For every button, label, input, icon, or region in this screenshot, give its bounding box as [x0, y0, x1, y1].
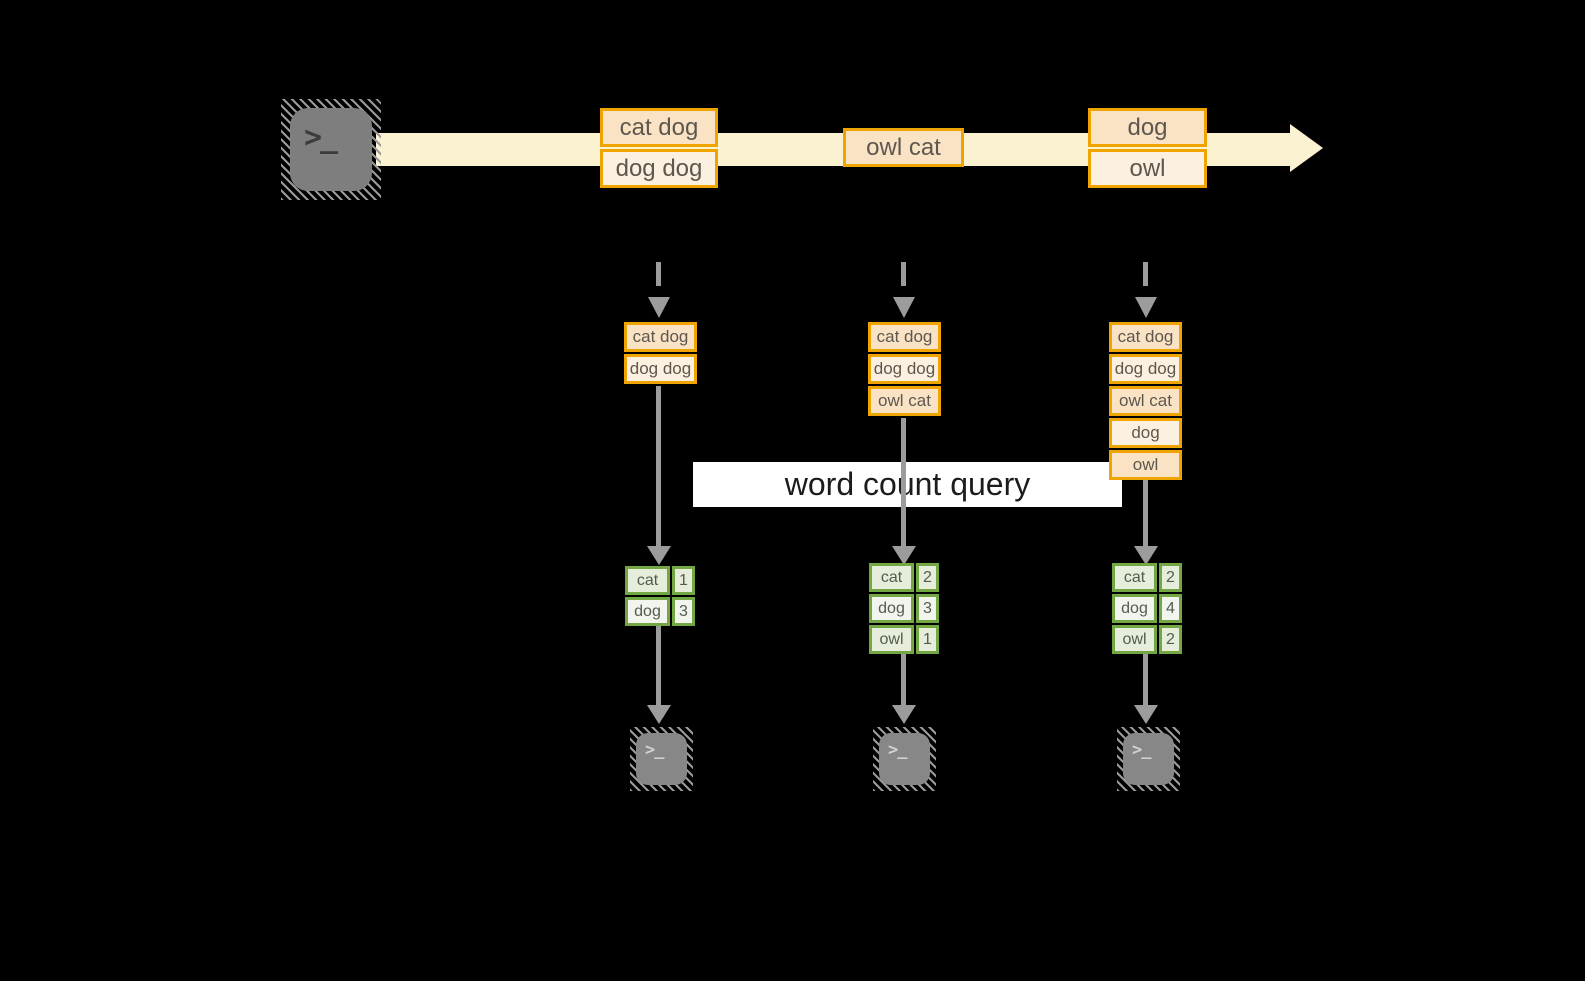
query-arrow-1-head [647, 546, 671, 565]
query-arrow-3-head [1134, 546, 1158, 565]
query-arrow-2-head [892, 546, 916, 565]
terminal-screen: >_ [290, 108, 372, 191]
terminal-prompt-icon: >_ [645, 740, 664, 760]
terminal-screen: >_ [879, 733, 930, 785]
count-value-cell: 2 [1159, 563, 1182, 592]
query-arrow-3-stem [1143, 480, 1148, 546]
word-line-cell: dog dog [600, 149, 718, 188]
word-line-cell: cat dog [624, 322, 697, 352]
word-line-cell: cat dog [868, 322, 941, 352]
word-line-cell: dog dog [624, 354, 697, 384]
count-value-cell: 2 [1159, 625, 1182, 654]
dashed-arrow-2-dash [901, 262, 906, 286]
dashed-arrow-2-head [893, 297, 915, 318]
word-line-cell: owl [1088, 149, 1207, 188]
terminal-prompt-icon: >_ [888, 740, 907, 760]
word-line-cell: dog dog [1109, 354, 1182, 384]
count-word-cell: cat [625, 566, 670, 595]
count-word-cell: cat [869, 563, 914, 592]
output-arrow-2-head [892, 705, 916, 724]
count-value-cell: 2 [916, 563, 939, 592]
dashed-arrow-1-dash [656, 262, 661, 286]
count-word-cell: dog [869, 594, 914, 623]
output-arrow-1-stem [656, 626, 661, 705]
count-word-cell: dog [1112, 594, 1157, 623]
word-line-cell: owl cat [1109, 386, 1182, 416]
count-value-cell: 1 [916, 625, 939, 654]
word-line-cell: dog dog [868, 354, 941, 384]
output-arrow-1-head [647, 705, 671, 724]
word-line-cell: cat dog [600, 108, 718, 147]
count-value-cell: 3 [916, 594, 939, 623]
query-arrow-2-stem [901, 418, 906, 546]
output-terminal-icon-2: >_ [873, 727, 936, 791]
word-line-cell: dog [1088, 108, 1207, 147]
count-value-cell: 4 [1159, 594, 1182, 623]
stream-timeline-arrowhead [1290, 124, 1323, 172]
terminal-prompt-icon: >_ [1132, 740, 1151, 760]
output-arrow-2-stem [901, 654, 906, 705]
word-line-cell: owl cat [868, 386, 941, 416]
count-word-cell: owl [869, 625, 914, 654]
terminal-prompt-icon: >_ [304, 120, 338, 155]
source-terminal-icon: >_ [281, 99, 381, 200]
word-line-cell: owl cat [843, 128, 964, 167]
stream-batch-2: owl cat [843, 128, 964, 167]
terminal-screen: >_ [636, 733, 687, 785]
dashed-arrow-3-dash [1143, 262, 1148, 286]
dashed-arrow-1-head [648, 297, 670, 318]
dashed-arrow-3-head [1135, 297, 1157, 318]
terminal-screen: >_ [1123, 733, 1174, 785]
word-line-cell: owl [1109, 450, 1182, 480]
word-count-query-banner: word count query [693, 462, 1122, 507]
count-word-cell: cat [1112, 563, 1157, 592]
word-line-cell: dog [1109, 418, 1182, 448]
count-value-cell: 3 [672, 597, 695, 626]
count-word-cell: owl [1112, 625, 1157, 654]
output-arrow-3-head [1134, 705, 1158, 724]
output-terminal-icon-1: >_ [630, 727, 693, 791]
word-line-cell: cat dog [1109, 322, 1182, 352]
output-arrow-3-stem [1143, 654, 1148, 705]
count-word-cell: dog [625, 597, 670, 626]
output-terminal-icon-3: >_ [1117, 727, 1180, 791]
query-arrow-1-stem [656, 386, 661, 546]
count-value-cell: 1 [672, 566, 695, 595]
